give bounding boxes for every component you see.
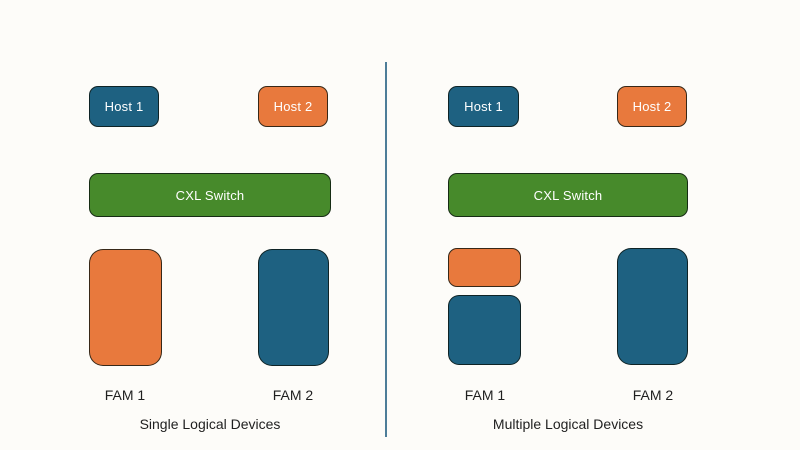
panel-caption: Multiple Logical Devices [492, 416, 644, 432]
panel-caption: Single Logical Devices [139, 416, 281, 432]
host-2-box: Host 2 [258, 86, 328, 127]
cxl-switch-label: CXL Switch [533, 187, 603, 203]
host-2-box: Host 2 [617, 86, 687, 127]
host-1-label: Host 1 [464, 99, 503, 114]
host-2-label: Host 2 [632, 99, 672, 114]
fam-1-device-box [89, 249, 162, 366]
fam-1-logical-device-1-box [448, 248, 521, 287]
fam-2-device-box [617, 248, 688, 365]
cxl-switch-label: CXL Switch [175, 187, 245, 203]
cxl-switch-box: CXL Switch [89, 173, 331, 217]
panel-divider [385, 62, 387, 437]
fam-2-device-box [258, 249, 329, 366]
host-1-box: Host 1 [448, 86, 519, 127]
fam-2-label: FAM 2 [272, 387, 314, 403]
fam-1-label: FAM 1 [464, 387, 506, 403]
host-1-label: Host 1 [104, 99, 144, 114]
host-2-label: Host 2 [273, 99, 313, 114]
host-1-box: Host 1 [89, 86, 159, 127]
fam-1-logical-device-2-box [448, 295, 521, 365]
fam-1-label: FAM 1 [104, 387, 146, 403]
fam-2-label: FAM 2 [632, 387, 674, 403]
cxl-switch-box: CXL Switch [448, 173, 688, 217]
